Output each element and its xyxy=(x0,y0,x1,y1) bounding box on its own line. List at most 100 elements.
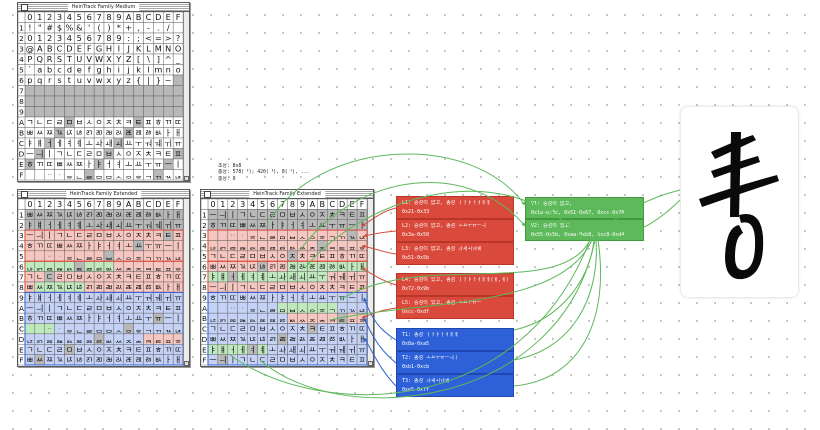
glyph-char: ᆨ xyxy=(329,303,336,313)
glyph-cell[interactable] xyxy=(74,85,85,97)
tail-set-box-1[interactable]: T1: 종성 ㅣㅏㅑㅓㅕㅐㅔ 0x8a-0xa5 xyxy=(396,328,514,351)
glyph-cell[interactable] xyxy=(54,85,65,97)
glyph-cell[interactable] xyxy=(74,95,85,107)
glyph-cell[interactable] xyxy=(84,106,95,118)
glyph-cell[interactable] xyxy=(18,12,26,23)
glyph-cell[interactable] xyxy=(64,95,75,107)
glyph-cell[interactable] xyxy=(44,95,55,107)
glyph-cell[interactable] xyxy=(113,95,124,107)
title-bar[interactable]: HeinTrack Family Extended xyxy=(18,190,189,199)
glyph-cell[interactable] xyxy=(24,85,36,97)
glyph-cell[interactable] xyxy=(172,22,184,34)
glyph-char: ㅂ xyxy=(76,117,84,127)
close-box-icon[interactable] xyxy=(21,191,28,198)
glyph-cell[interactable] xyxy=(93,95,105,107)
glyph-cell[interactable] xyxy=(64,85,75,97)
glyph-cell[interactable] xyxy=(133,95,144,107)
title-bar[interactable]: HeinTrack Family Medium xyxy=(18,3,189,12)
glyph-cell[interactable] xyxy=(93,106,105,118)
vertical-scrollbar[interactable] xyxy=(367,199,373,366)
glyph-cell[interactable] xyxy=(163,85,174,97)
glyph-grid-svg[interactable]: 0123456789ABCDEFㅡㅢㅣㄱㄴㄷㄹㅁㅂㅅㅇㅈㅊㅋㅌㅍ1ㅎㄲㄸㅃㅆㅉㅏ… xyxy=(201,199,373,366)
glyph-char: ㄷ xyxy=(76,230,83,240)
resize-handle-icon[interactable] xyxy=(184,176,189,181)
glyph-cell[interactable] xyxy=(172,74,184,86)
resize-handle-icon[interactable] xyxy=(184,361,189,366)
glyph-cell[interactable] xyxy=(113,106,124,118)
lead-set-box-2[interactable]: L2: 중성이 없고, 종성 ㅗㅛㅜㅠㅡㅢ 0x3a-0x50 xyxy=(396,219,514,242)
lead-set-box-5[interactable]: L5: 중성이 있고, 종성 ㅗㅛㅜㅠㅡ 0xcc-0xdf xyxy=(396,296,514,319)
lead-set-box-4[interactable]: L4: 중성이 있고, 종성 ㅣㅏㅑㅓㅕㅐㅔ(ㅒ,ㅖ)ㅖㅖ 0x72-0x9b xyxy=(396,273,514,296)
glyph-cell[interactable] xyxy=(143,106,154,118)
glyph-cell[interactable] xyxy=(103,106,115,118)
lead-set-box-1[interactable]: L1: 중성이 없고, 종성 ㅣㅏㅑㅓㅕㅐㅔ 0x21-0x33 xyxy=(396,196,514,219)
glyph-cell[interactable] xyxy=(133,106,144,118)
glyph-char: l xyxy=(147,65,149,75)
glyph-char: F xyxy=(19,171,23,180)
glyph-cell[interactable] xyxy=(24,95,36,107)
glyph-cell[interactable] xyxy=(143,85,154,97)
tail-set-box-2[interactable]: T2: 종성 ㅗㅛㅜㅠㅡㅢㅣ 0xb1-0xcb xyxy=(396,351,514,374)
glyph-cell[interactable] xyxy=(103,85,115,97)
vertical-scrollbar[interactable] xyxy=(183,12,189,181)
lead-set-box-3[interactable]: L3: 중성이 없고, 종성 ㅘㅙㅚㅝㅞ 0x51-0x5b xyxy=(396,242,514,265)
glyph-cell[interactable] xyxy=(123,106,134,118)
glyph-char: 3 xyxy=(19,231,24,240)
glyph-cell[interactable] xyxy=(84,95,95,107)
glyph-cell[interactable] xyxy=(201,199,209,210)
vowel-set-box-2[interactable]: V2: 중성이 있고, 0x55-0x5b, 0xaa-0xb8, 0xc8-0… xyxy=(525,219,644,241)
glyph-cell[interactable] xyxy=(34,106,45,118)
glyph-char: ᆲ xyxy=(239,241,246,251)
glyph-cell[interactable] xyxy=(34,95,45,107)
glyph-cell[interactable] xyxy=(143,95,154,107)
glyph-char: % xyxy=(66,23,74,33)
title-bar[interactable]: HeinTrack Family Extended xyxy=(201,190,373,199)
box-range: 0x51-0x5b xyxy=(402,255,430,262)
glyph-cell[interactable] xyxy=(153,95,164,107)
glyph-cell[interactable] xyxy=(172,95,184,107)
glyph-cell[interactable] xyxy=(44,106,55,118)
glyph-cell[interactable] xyxy=(44,85,55,97)
resize-handle-icon[interactable] xyxy=(368,361,373,366)
vowel-set-box-1[interactable]: V1: 중성이 없고, 0x1a-0x3c, 0x51-0x67, 0xcc-0… xyxy=(525,197,644,219)
glyph-char: ㅚ xyxy=(299,344,306,354)
glyph-cell[interactable] xyxy=(18,199,26,210)
connector-green xyxy=(513,239,602,387)
glyph-cell[interactable] xyxy=(103,95,115,107)
vertical-scrollbar[interactable] xyxy=(183,199,189,366)
glyph-cell[interactable] xyxy=(133,85,144,97)
glyph-cell[interactable] xyxy=(153,106,164,118)
glyph-cell[interactable] xyxy=(24,106,36,118)
glyph-cell[interactable] xyxy=(153,85,164,97)
close-box-icon[interactable] xyxy=(21,4,28,11)
glyph-cell[interactable] xyxy=(64,106,75,118)
tail-set-box-3[interactable]: T3: 종성 ㅘㅙㅚㅝㅞ 0xe5-0xff xyxy=(396,374,514,397)
composed-syllable-card[interactable] xyxy=(681,107,798,297)
glyph-cell[interactable] xyxy=(84,85,95,97)
glyph-char: R xyxy=(47,54,53,64)
glyph-char: ᆢ xyxy=(229,303,236,313)
glyph-cell[interactable] xyxy=(113,85,124,97)
glyph-cell[interactable] xyxy=(172,106,184,118)
glyph-cell[interactable] xyxy=(34,85,45,97)
glyph-char: K xyxy=(136,44,142,54)
glyph-cell[interactable] xyxy=(123,95,134,107)
glyph-cell[interactable] xyxy=(18,169,26,181)
glyph-cell[interactable] xyxy=(163,95,174,107)
glyph-cell[interactable] xyxy=(172,85,184,97)
glyph-cell[interactable] xyxy=(123,85,134,97)
glyph-cell[interactable] xyxy=(74,106,85,118)
glyph-cell[interactable] xyxy=(54,95,65,107)
glyph-cell[interactable] xyxy=(93,85,105,97)
close-box-icon[interactable] xyxy=(204,191,211,198)
glyph-grid[interactable]: 0123456789ABCDEFㅡㅢㅣㄱㄴㄷㄹㅁㅂㅅㅇㅈㅊㅋㅌㅍ1ㅎㄲㄸㅃㅆㅉㅏ… xyxy=(201,199,373,366)
glyph-cell[interactable] xyxy=(163,106,174,118)
glyph-cell[interactable] xyxy=(54,106,65,118)
